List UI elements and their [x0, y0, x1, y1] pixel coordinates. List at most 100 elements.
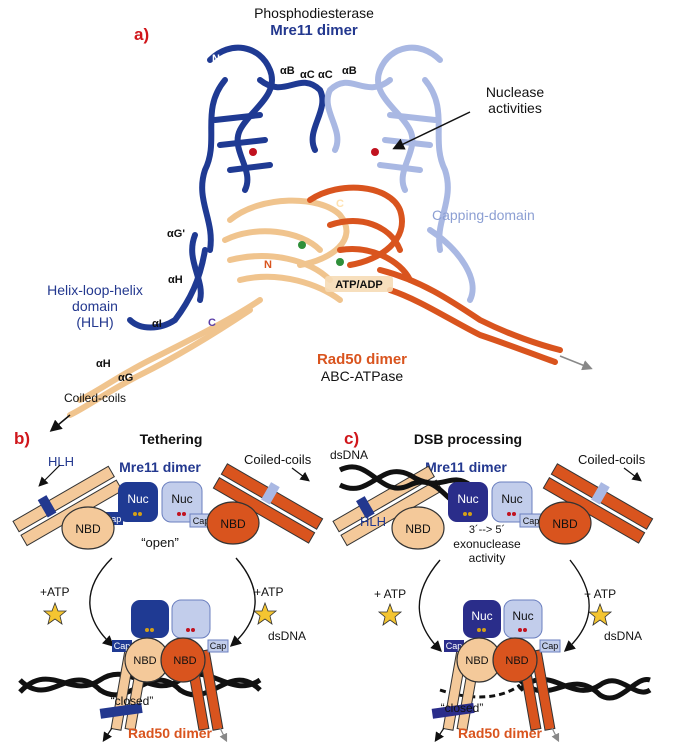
atp-label-left-c: + ATP — [374, 587, 406, 601]
nbd-closed-label-left-c: NBD — [465, 655, 488, 667]
nbd-right-c — [538, 501, 592, 545]
nuc-closed-dark-c — [463, 600, 501, 638]
nbd-label-right-b: NBD — [220, 517, 246, 531]
rod-left-c-1 — [332, 465, 435, 533]
cap-closed-dark-c — [444, 640, 464, 652]
cap-closed-label-light-b: Cap — [210, 641, 227, 651]
cap-closed-label-dark-b: Cap — [114, 641, 131, 651]
dsdna-dashed-c — [439, 683, 521, 699]
atp-arrow-left-b — [89, 557, 115, 647]
hlh-label-2: domain — [72, 298, 118, 314]
rod-closed-right-b-2 — [198, 649, 224, 731]
nuc-label-dark-b: Nuc — [127, 492, 148, 506]
nuc-closed-label-light-c: Nuc — [512, 609, 533, 623]
rad50-dimer-title-a: Rad50 dimer — [317, 351, 407, 368]
nbd-closed-right-b — [160, 637, 206, 683]
n-term-blue: N — [212, 53, 220, 65]
nuc-closed-light-b — [171, 599, 211, 639]
panel-b-title: Tethering — [140, 431, 203, 447]
coiled-coil-arrow-right — [559, 355, 593, 371]
closed-label-b: “closed” — [111, 694, 154, 708]
cap-block-c — [591, 482, 610, 505]
panel-c-letter: c) — [344, 429, 359, 448]
nuc-closed-label-dark-c: Nuc — [471, 609, 492, 623]
rod-closed-right-c-2 — [530, 649, 556, 731]
rod-right-c-2 — [542, 477, 646, 544]
capping-domain-label: Capping-domain — [432, 207, 535, 223]
helix-label-aI: αI — [152, 318, 162, 330]
n-term-orange: N — [264, 259, 272, 271]
cap-closed-label-light-c: Cap — [542, 641, 559, 651]
nuc-label-light-b: Nuc — [171, 492, 192, 506]
panel-b-transition: +ATP +ATP — [40, 557, 283, 647]
helix-label-aH: αH — [168, 274, 183, 286]
atp-arrow-left-c — [418, 559, 442, 652]
nbd-closed-right-c — [492, 637, 538, 683]
hlh-block-c — [356, 496, 375, 519]
hlh-block-b — [37, 495, 57, 518]
dsdna-top-label-c: dsDNA — [330, 448, 368, 462]
nuc-label-light-c: Nuc — [501, 492, 522, 506]
cap-closed-label-dark-c: Cap — [446, 641, 463, 651]
cap-closed-dark-b — [112, 640, 132, 652]
panel-c-title: DSB processing — [414, 431, 522, 447]
c-term-blue: C — [208, 317, 216, 329]
atp-arrow-right-c — [563, 559, 590, 652]
cap-label-light-b: Cap — [193, 516, 210, 526]
atp-label-right-c: + ATP — [584, 587, 616, 601]
hlh-label-3: (HLH) — [76, 314, 113, 330]
mre11-dimer-title-c: Mre11 dimer — [425, 459, 507, 475]
atp-ligand-left — [298, 241, 306, 249]
rod-right-b-2 — [212, 477, 316, 544]
closed-label-c: “closed” — [441, 701, 484, 715]
dsdna-strand-c-top-2 — [338, 469, 472, 491]
panel-b-letter: b) — [14, 429, 30, 448]
cap-block-b — [261, 482, 280, 505]
helix-label-aB-left: αB — [280, 65, 295, 77]
atp-arrow-right-b — [229, 557, 256, 647]
panel-c-transition: + ATP + ATP — [374, 559, 616, 652]
cap-closed-light-c — [539, 639, 561, 653]
c-term-orange: C — [336, 198, 344, 210]
hlh-closed-b — [99, 702, 143, 719]
rod-arrow-b-left — [38, 464, 61, 487]
helix-label-aC-right: αC — [318, 69, 333, 81]
abc-atpase-label: ABC-ATPase — [321, 368, 403, 384]
nbd-label-left-c: NBD — [405, 522, 431, 536]
panel-b-closed-state: dsDNA Cap Cap NBD NBD “closed” Rad50 dim… — [18, 599, 306, 743]
helix-label-aC-left: αC — [300, 69, 315, 81]
hlh-closed-c — [431, 702, 475, 719]
atp-label-left-b: +ATP — [40, 585, 69, 599]
metal-ion-right — [371, 148, 379, 156]
open-label: “open” — [141, 535, 179, 550]
cap-closed-light-b — [207, 639, 229, 653]
nuclease-pointer-arrow — [392, 111, 471, 150]
nuclease-label-1: Nuclease — [486, 84, 545, 100]
panel-a-structure — [49, 44, 593, 432]
panel-c-closed-state: dsDNA Nuc Nuc Cap Cap NBD NBD “closed” R… — [431, 599, 652, 743]
panel-a-labels: a) Phosphodiesterase Mre11 dimer Nucleas… — [47, 5, 544, 405]
coiled-coils-label-c: Coiled-coils — [578, 452, 646, 467]
mre11-dimer-title-a: Mre11 dimer — [270, 22, 358, 39]
atp-label-right-b: +ATP — [254, 585, 283, 599]
coiled-coils-label-a: Coiled-coils — [64, 391, 126, 405]
dsdna-label-b: dsDNA — [268, 629, 306, 643]
panel-c-open-state: Nuc Nuc Cap NBD NBD HLH 3´--> 5´ exonucl… — [332, 463, 654, 565]
cap-label-light-c: Cap — [523, 516, 540, 526]
rad50-left-ribbon — [67, 197, 350, 418]
mre11-dimer-title-b: Mre11 dimer — [119, 459, 201, 475]
nbd-label-right-c: NBD — [552, 517, 578, 531]
atp-ligand-right — [336, 258, 344, 266]
atp-star-left-b — [42, 601, 68, 625]
rod-left-b-1 — [12, 465, 115, 533]
nbd-left-b — [61, 506, 115, 550]
rod-arrow-b-right — [291, 467, 310, 482]
nuc-label-dark-c: Nuc — [457, 492, 478, 506]
dsdna-label-c: dsDNA — [604, 629, 642, 643]
nbd-label-left-b: NBD — [75, 522, 101, 536]
hlh-label-b: HLH — [48, 454, 74, 469]
nbd-closed-label-right-c: NBD — [505, 655, 528, 667]
nuc-domain-dark-b — [118, 482, 158, 522]
atp-star-right-b — [252, 601, 278, 625]
panel-a-letter: a) — [134, 25, 149, 44]
